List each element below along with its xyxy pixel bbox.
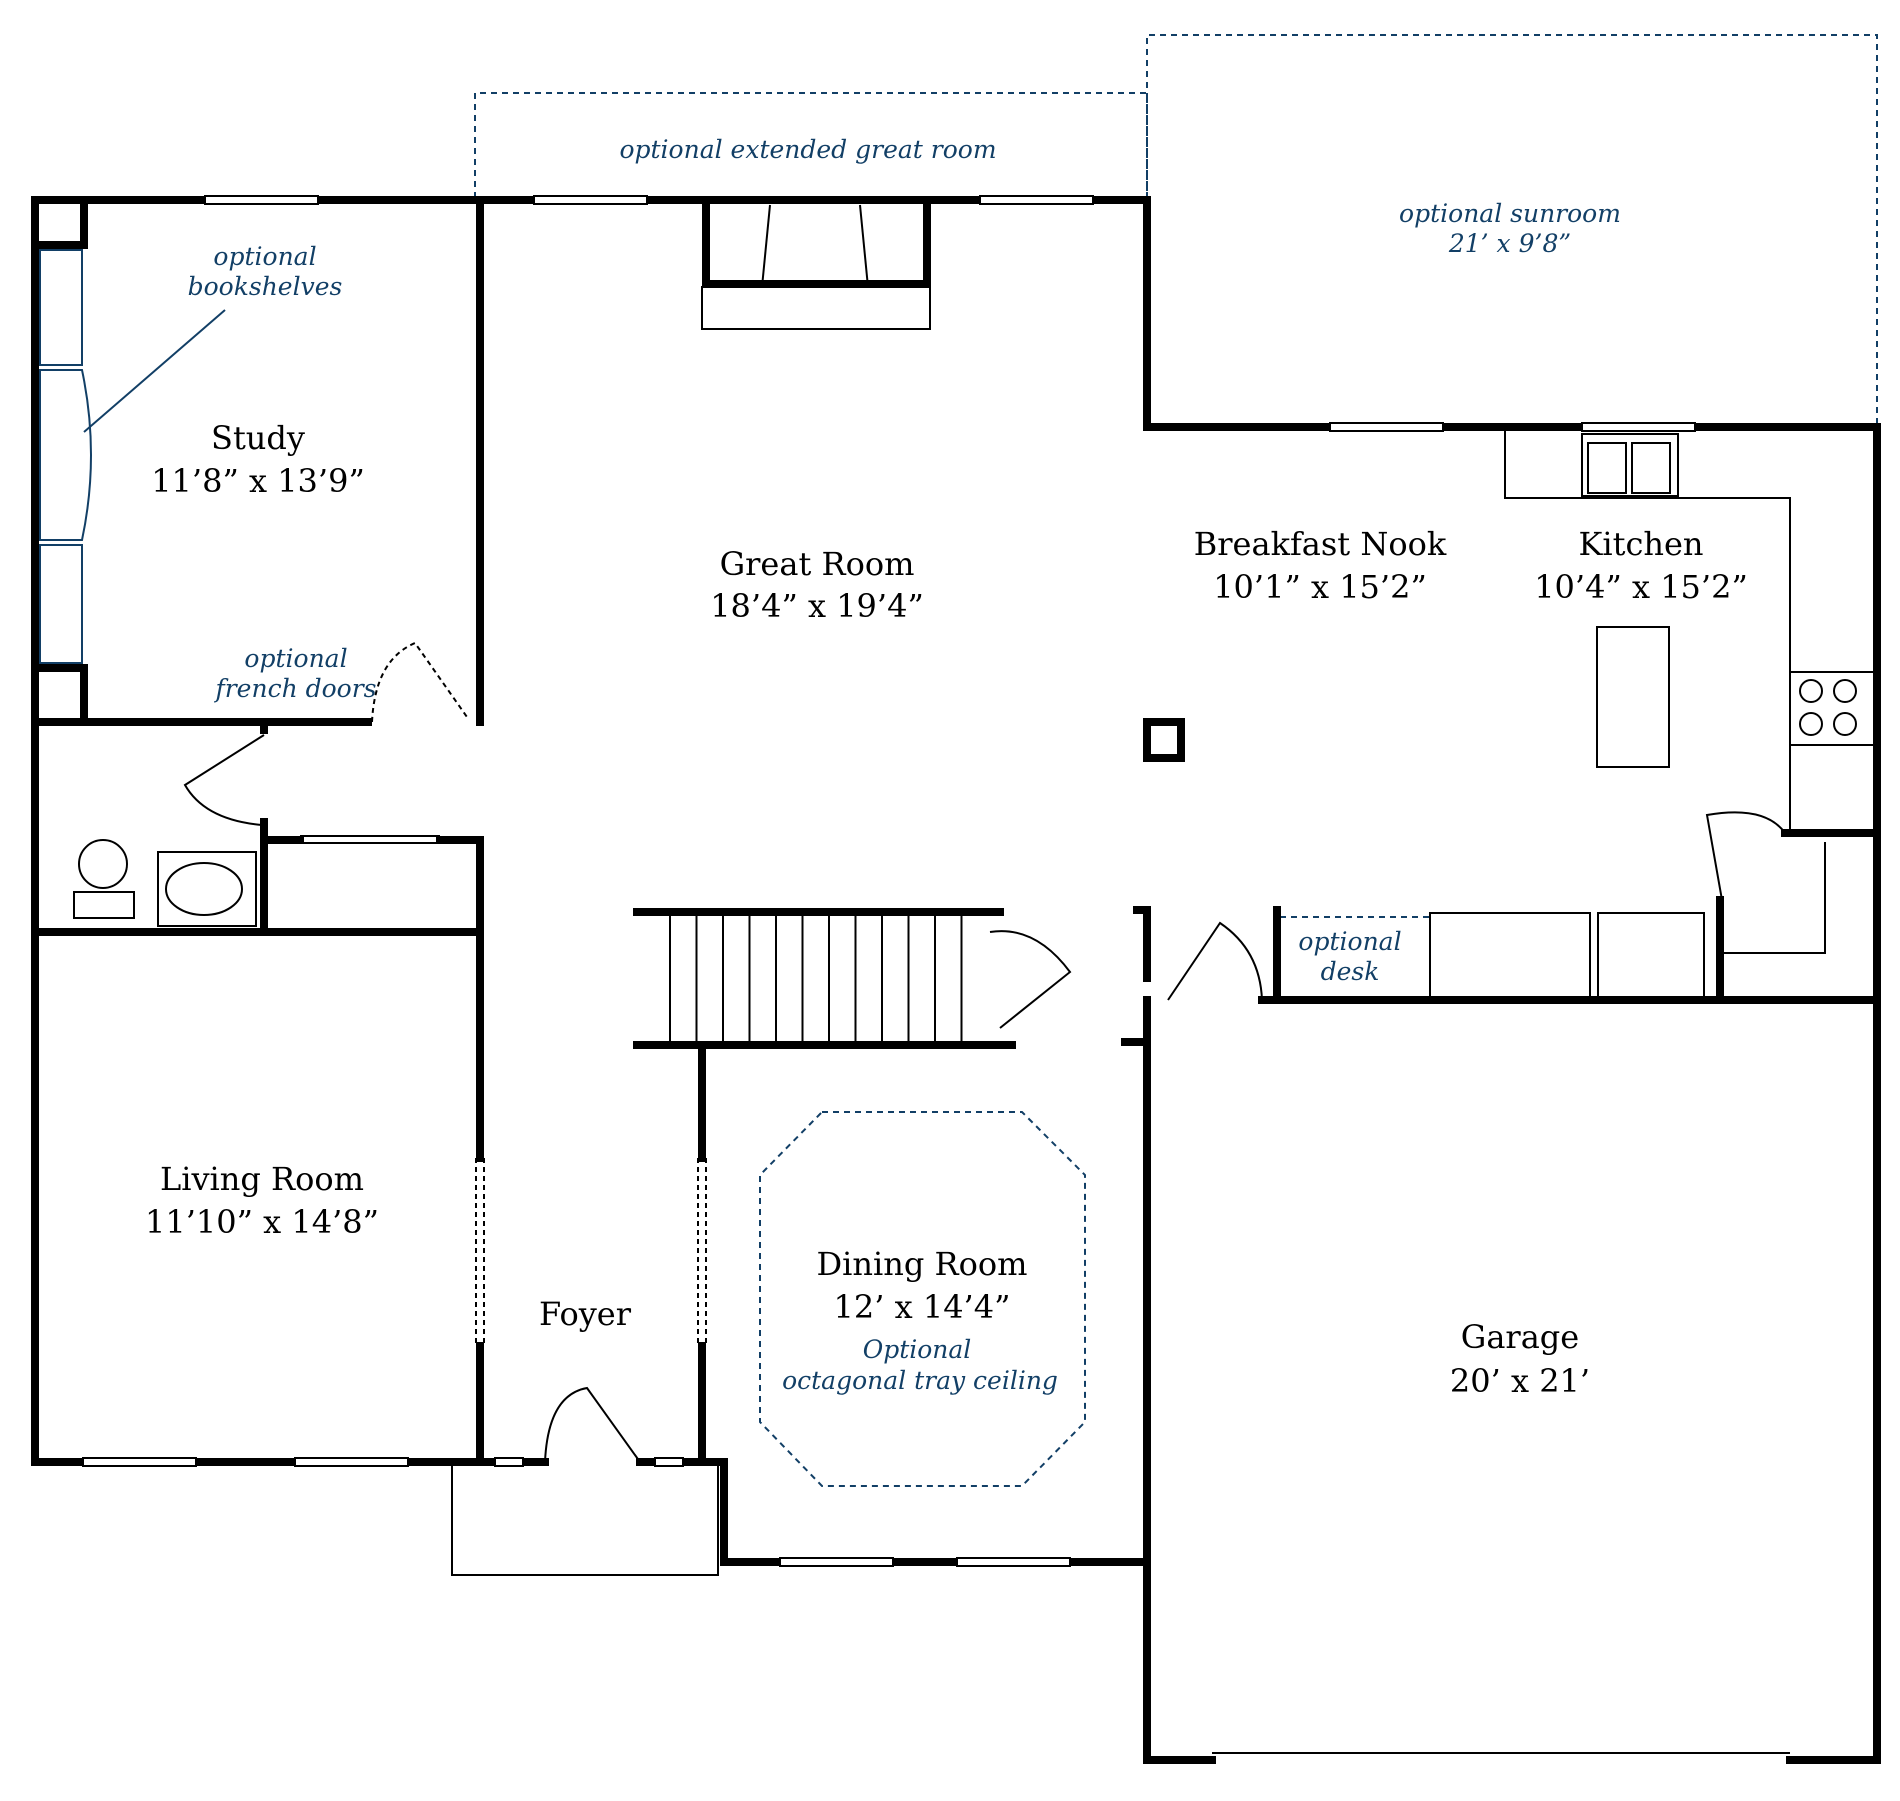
doors: [183, 734, 1786, 1463]
powder-room: [73, 839, 257, 927]
living-room-dims: 11’10” x 14’8”: [145, 1203, 379, 1241]
french-doors-label: french doors: [213, 674, 376, 703]
window: [779, 1557, 894, 1567]
burner: [1799, 679, 1823, 703]
burner: [1833, 712, 1857, 736]
french-doors-label: optional: [244, 644, 347, 673]
window: [494, 1457, 524, 1467]
dining-room-dims: 12’ x 14’4”: [834, 1288, 1011, 1326]
window: [82, 1457, 197, 1467]
window: [294, 1457, 409, 1467]
window: [204, 195, 319, 205]
tray-ceiling-label: octagonal tray ceiling: [782, 1366, 1058, 1395]
labels: optional extended great room optional su…: [145, 135, 1748, 1400]
bookshelves-label: bookshelves: [188, 272, 343, 301]
fireplace: [701, 196, 931, 330]
great-room-dims: 18’4” x 19’4”: [710, 587, 924, 625]
study-name: Study: [211, 419, 305, 457]
bookshelves: [39, 249, 226, 664]
dining-room-name: Dining Room: [817, 1245, 1028, 1283]
living-room-name: Living Room: [160, 1160, 364, 1198]
cabinet: [1429, 912, 1591, 999]
window: [1581, 422, 1696, 432]
window: [654, 1457, 684, 1467]
windows: [82, 195, 1696, 1567]
bookshelves-leader-line: [83, 309, 226, 433]
window: [533, 195, 648, 205]
cabinet: [1597, 912, 1705, 999]
bookshelves-label: optional: [213, 242, 316, 271]
garage-dims: 20’ x 21’: [1450, 1362, 1590, 1400]
sunroom-dims: 21’ x 9’8”: [1448, 229, 1571, 258]
window: [979, 195, 1094, 205]
breakfast-nook-dims: 10’1” x 15’2”: [1213, 568, 1427, 606]
walls: [31, 196, 1881, 1764]
extended-great-room-label: optional extended great room: [619, 135, 996, 164]
cased-openings: [475, 1158, 707, 1346]
kitchen-name: Kitchen: [1578, 525, 1703, 563]
vanity: [157, 851, 257, 927]
closet: [300, 835, 440, 844]
great-room-name: Great Room: [720, 545, 915, 583]
toilet: [78, 839, 128, 889]
optional-tray-ceiling-outline: [759, 1111, 1086, 1487]
kitchen-dims: 10’4” x 15’2”: [1534, 568, 1748, 606]
garage-name: Garage: [1461, 1318, 1579, 1356]
kitchen-counters: [1429, 427, 1873, 999]
stairs: [669, 915, 963, 1042]
sunroom-label: optional sunroom: [1399, 199, 1621, 228]
optional-sunroom: [1146, 34, 1878, 425]
window: [1329, 422, 1444, 432]
study-french-doors: [371, 641, 468, 723]
optional-extended-great-room: [474, 92, 1148, 198]
desk-label: optional: [1298, 927, 1401, 956]
study-dims: 11’8” x 13’9”: [151, 462, 365, 500]
burner: [1799, 712, 1823, 736]
burner: [1833, 679, 1857, 703]
window: [956, 1557, 1071, 1567]
breakfast-nook-name: Breakfast Nook: [1194, 525, 1447, 563]
front-porch: [451, 1462, 719, 1576]
foyer-name: Foyer: [539, 1295, 632, 1333]
sink: [165, 862, 243, 916]
desk-label: desk: [1321, 957, 1380, 986]
column: [1143, 718, 1185, 762]
tray-ceiling-label: Optional: [863, 1335, 972, 1364]
kitchen-island: [1596, 626, 1670, 768]
kitchen-sink: [1581, 433, 1679, 497]
